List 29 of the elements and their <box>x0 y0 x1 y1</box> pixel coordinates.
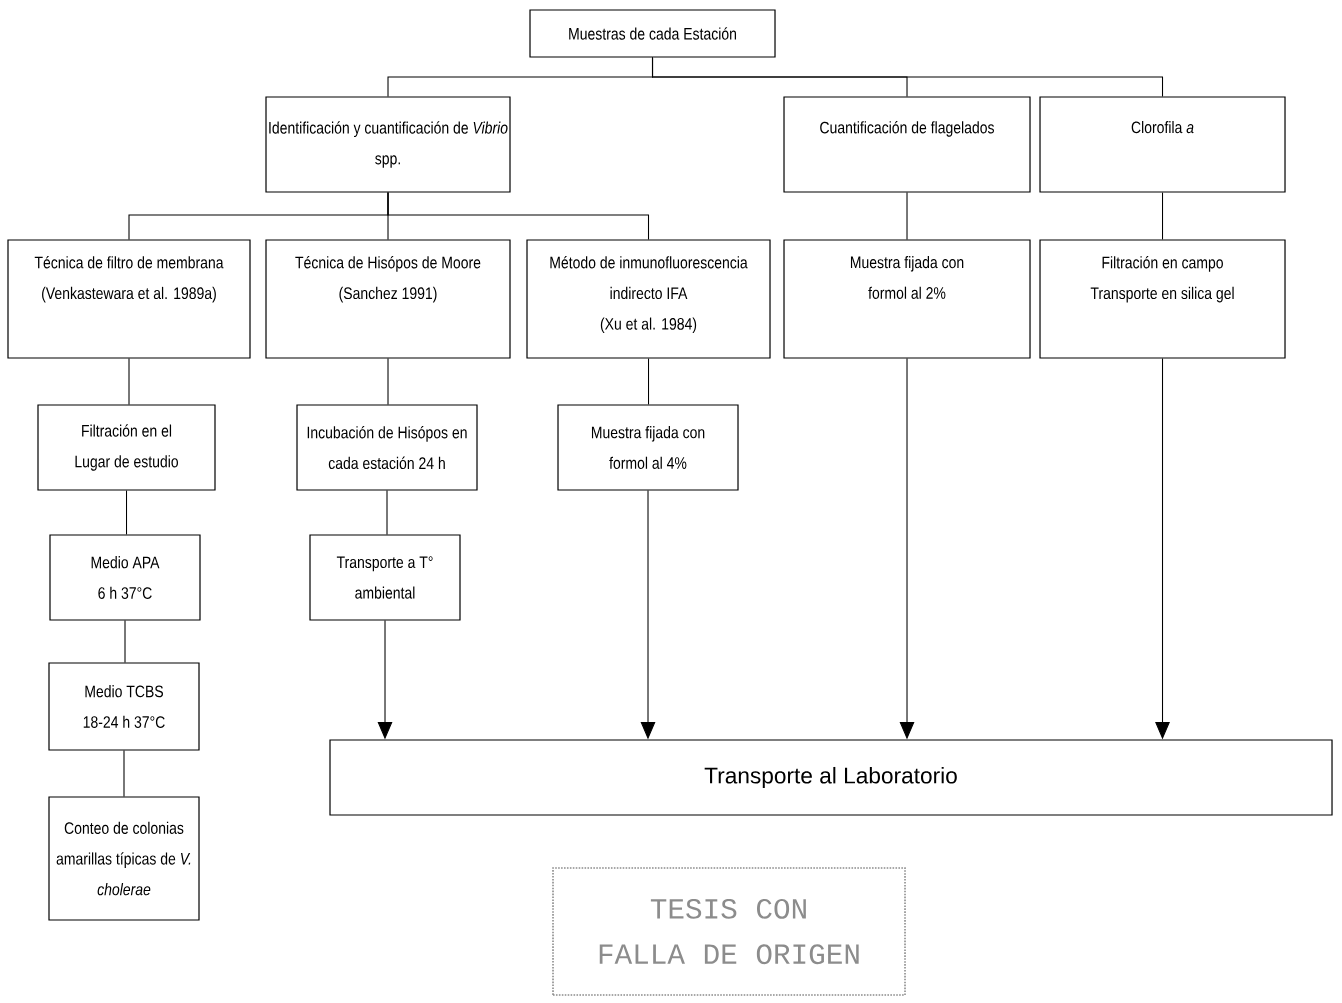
method-box: Muestra fijada con formol al 2% <box>783 239 1031 359</box>
step-box: Transporte a T° ambiental <box>309 534 461 621</box>
connector-line <box>128 358 130 405</box>
connector-line <box>123 750 125 797</box>
connector-line <box>651 57 1164 97</box>
connector-line <box>387 358 389 405</box>
method-box: Filtración en campo Transporte en silica gel <box>1039 239 1286 359</box>
step-box: Incubación de Hisópos en cada estación 24 h <box>296 404 478 491</box>
connector-line <box>125 490 128 535</box>
method-box: Técnica de filtro de membrana (Venkastewara et al. 1989a) <box>7 239 251 359</box>
connector-line <box>906 192 908 240</box>
step-box: Muestra fijada con formol al 4% <box>557 404 739 491</box>
process-box: Clorofila a <box>1039 96 1286 193</box>
connector-line <box>387 192 650 240</box>
result-box: Transporte al Laboratorio <box>329 739 1333 816</box>
method-box: Método de inmunofluorescencia indirecto IFA (Xu et al. 1984) <box>526 239 771 359</box>
method-box: Técnica de Hisópos de Moore (Sanchez 1991) <box>265 239 511 359</box>
process-box: Muestras de cada Estación <box>529 9 776 58</box>
step-box: Conteo de colonias amarillas típicas de V. cholerae <box>48 796 200 921</box>
step-box: Medio TCBS 18-24 h 37°C <box>48 662 200 751</box>
process-box: Cuantificación de flagelados <box>783 96 1031 193</box>
connector-line <box>124 620 126 663</box>
connector-line <box>386 490 388 535</box>
connector-line <box>647 358 650 405</box>
step-box: Medio APA 6 h 37°C <box>49 534 201 621</box>
connector-line <box>1161 192 1164 240</box>
step-box: Filtración en el Lugar de estudio <box>37 404 216 491</box>
process-box: Identificación y cuantificación de Vibrio spp. <box>265 96 511 193</box>
stamp-box: TESIS CON FALLA DE ORIGEN <box>552 867 906 996</box>
